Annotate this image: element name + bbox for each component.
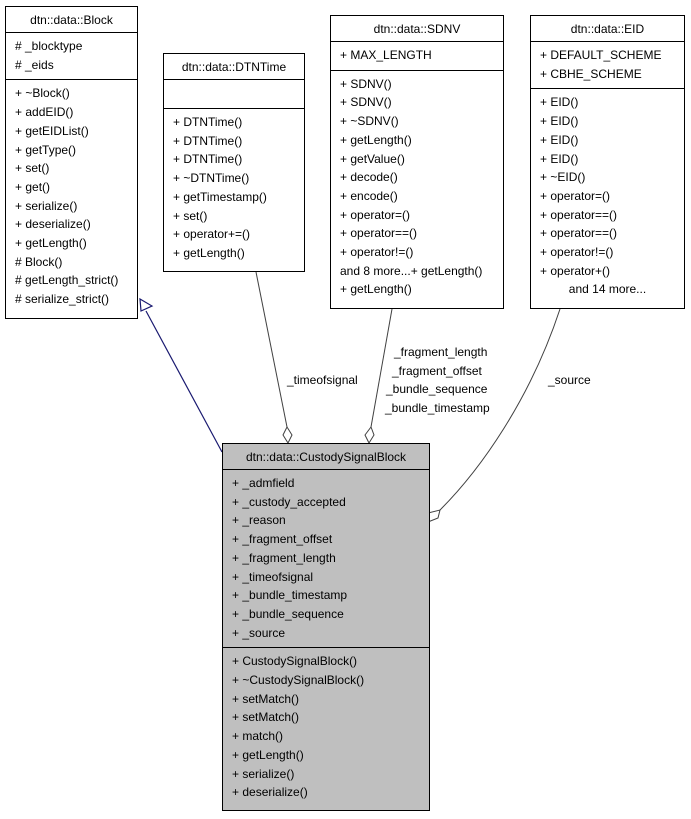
method: + getLength() — [232, 747, 304, 762]
methods-section: + SDNV() + SDNV() + ~SDNV() + getLength(… — [331, 71, 503, 304]
association-sdnv-diamond — [364, 425, 375, 445]
method: + getTimestamp() — [173, 189, 267, 204]
method: + getLength() — [340, 132, 412, 147]
method: + set() — [15, 161, 50, 176]
association-timeofsignal-diamond — [282, 425, 293, 445]
attributes-section: + DEFAULT_SCHEME + CBHE_SCHEME — [531, 42, 684, 90]
association-timeofsignal-line — [255, 271, 288, 428]
method: + operator==() — [540, 226, 618, 241]
method: + operator!=() — [340, 245, 414, 260]
edge-label-fragment-length: _fragment_length — [394, 345, 488, 359]
attribute: + CBHE_SCHEME — [540, 66, 642, 81]
attributes-section: # _blocktype # _eids — [6, 33, 137, 81]
method: + DTNTime() — [173, 133, 243, 148]
method: + EID() — [540, 151, 579, 166]
method: + addEID() — [15, 105, 74, 120]
attribute: # _eids — [15, 57, 54, 72]
method: + ~EID() — [540, 170, 586, 185]
method: # serialize_strict() — [15, 292, 110, 307]
inheritance-arrowhead — [139, 297, 154, 312]
method: + ~Block() — [15, 86, 70, 101]
attribute: + _fragment_length — [232, 550, 336, 565]
method: + getLength() — [15, 236, 87, 251]
class-title: dtn::data::CustodySignalBlock — [223, 444, 429, 470]
method: + ~DTNTime() — [173, 171, 250, 186]
method: # getLength_strict() — [15, 273, 119, 288]
class-sdnv[interactable]: dtn::data::SDNV + MAX_LENGTH + SDNV() + … — [330, 15, 504, 309]
method: + serialize() — [232, 766, 295, 781]
methods-section: + ~Block() + addEID() + getEIDList() + g… — [6, 80, 137, 313]
class-block[interactable]: dtn::data::Block # _blocktype # _eids + … — [5, 6, 138, 319]
attribute: + _admfield — [232, 476, 295, 490]
method: + deserialize() — [232, 785, 308, 800]
edge-label-source: _source — [548, 373, 591, 387]
method: + ~CustodySignalBlock() — [232, 673, 365, 688]
method: + match() — [232, 729, 284, 744]
method: + serialize() — [15, 198, 78, 213]
attribute: # _blocktype — [15, 39, 83, 53]
method: + set() — [173, 208, 208, 223]
method: + setMatch() — [232, 710, 300, 725]
attribute: + _bundle_timestamp — [232, 588, 348, 603]
method: + decode() — [340, 170, 398, 185]
method: + getLength() — [173, 245, 245, 260]
method: + SDNV() — [340, 95, 392, 110]
attribute: + MAX_LENGTH — [340, 48, 432, 62]
method: + operator!=() — [540, 245, 614, 260]
association-source-line — [439, 308, 561, 511]
method: + EID() — [540, 132, 579, 147]
attribute: + DEFAULT_SCHEME — [540, 48, 662, 62]
method: + get() — [15, 179, 51, 194]
class-title: dtn::data::DTNTime — [164, 54, 304, 80]
methods-section: + EID() + EID() + EID() + EID() + ~EID()… — [531, 89, 684, 304]
edge-label-bundle-sequence: _bundle_sequence — [386, 382, 488, 396]
method: + DTNTime() — [173, 115, 243, 129]
method: + EID() — [540, 114, 579, 129]
method: + getEIDList() — [15, 123, 89, 138]
method: + getValue() — [340, 151, 405, 166]
method: + getType() — [15, 142, 77, 157]
method: + setMatch() — [232, 691, 300, 706]
method: # Block() — [15, 254, 63, 269]
edge-label-timeofsignal: _timeofsignal — [287, 373, 358, 387]
method: + encode() — [340, 188, 398, 203]
attribute: + _timeofsignal — [232, 569, 314, 584]
method: + getLength() — [340, 282, 412, 297]
attribute: + _source — [232, 625, 286, 640]
methods-section: + DTNTime() + DTNTime() + DTNTime() + ~D… — [164, 109, 304, 268]
attributes-section — [164, 80, 304, 109]
method: + CustodySignalBlock() — [232, 654, 358, 669]
method: + operator=() — [340, 207, 411, 222]
attribute: + _reason — [232, 513, 286, 528]
method: + deserialize() — [15, 217, 91, 232]
attribute: + _bundle_sequence — [232, 606, 344, 621]
class-eid[interactable]: dtn::data::EID + DEFAULT_SCHEME + CBHE_S… — [530, 15, 685, 309]
edge-label-bundle-timestamp: _bundle_timestamp — [385, 401, 490, 415]
class-title: dtn::data::Block — [6, 7, 137, 33]
methods-section: + CustodySignalBlock() + ~CustodySignalB… — [223, 648, 429, 807]
method: + operator==() — [340, 226, 418, 241]
method-more: and 14 more... — [568, 282, 647, 297]
class-custody-signal-block[interactable]: dtn::data::CustodySignalBlock + _admfiel… — [222, 443, 430, 811]
method: + operator+() — [540, 263, 611, 278]
class-dtntime[interactable]: dtn::data::DTNTime + DTNTime() + DTNTime… — [163, 53, 305, 272]
method: + EID() — [540, 95, 579, 110]
attributes-section: + MAX_LENGTH — [331, 42, 503, 71]
method: + SDNV() — [340, 76, 392, 91]
class-title: dtn::data::EID — [531, 16, 684, 42]
method: + operator+=() — [173, 227, 251, 242]
attributes-section: + _admfield + _custody_accepted + _reaso… — [223, 470, 429, 649]
method: + DTNTime() — [173, 152, 243, 167]
method: and 8 more...+ getLength() — [340, 263, 483, 278]
edge-label-fragment-offset: _fragment_offset — [392, 364, 482, 378]
inheritance-line — [145, 310, 223, 453]
attribute: + _custody_accepted — [232, 494, 346, 509]
method: + ~SDNV() — [340, 114, 399, 129]
method: + operator=() — [540, 188, 611, 203]
association-sdnv-line — [370, 308, 393, 428]
attribute: + _fragment_offset — [232, 532, 333, 547]
class-title: dtn::data::SDNV — [331, 16, 503, 42]
method: + operator==() — [540, 207, 618, 222]
